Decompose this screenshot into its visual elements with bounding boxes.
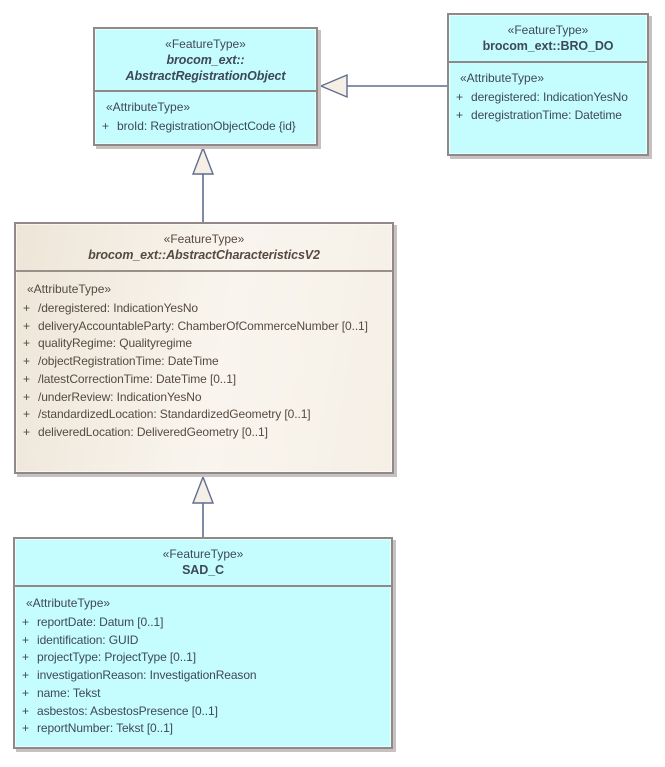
class-sad-c[interactable]: «FeatureType» SAD_C «AttributeType» + re…	[13, 537, 393, 749]
attribute-text: identification: GUID	[37, 632, 139, 647]
attribute-row: + investigationReason: InvestigationReas…	[15, 667, 391, 685]
class-name-line: AbstractRegistrationObject	[125, 68, 286, 83]
class-name-line: brocom_ext::	[166, 52, 245, 67]
attribute-row: + qualityRegime: Qualityregime	[16, 335, 392, 353]
class-name-line: brocom_ext::BRO_DO	[482, 39, 614, 53]
attribute-row: + deliveredLocation: DeliveredGeometry […	[16, 424, 392, 442]
attribute-row: + /deregistered: IndicationYesNo	[16, 300, 392, 318]
visibility-marker: +	[22, 668, 29, 683]
visibility-marker: +	[456, 90, 463, 104]
class-header: «FeatureType» brocom_ext:: AbstractRegis…	[95, 29, 316, 92]
generalization-sadc-to-characteristics[interactable]	[191, 475, 215, 537]
class-abstract-characteristics-v2[interactable]: «FeatureType» brocom_ext::AbstractCharac…	[14, 222, 394, 474]
visibility-marker: +	[456, 107, 463, 122]
visibility-marker: +	[23, 424, 30, 439]
attribute-row: + deregistered: IndicationYesNo	[449, 89, 647, 107]
attribute-text: deliveryAccountableParty: ChamberOfComme…	[38, 318, 368, 333]
class-name-line: brocom_ext::AbstractCharacteristicsV2	[88, 248, 320, 262]
visibility-marker: +	[22, 615, 29, 629]
attribute-text: investigationReason: InvestigationReason	[37, 668, 257, 683]
attribute-stereotype-label: «AttributeType»	[460, 71, 545, 85]
attribute-text: /underReview: IndicationYesNo	[38, 389, 202, 404]
attribute-compartment: «AttributeType» + deregistered: Indicati…	[449, 63, 647, 154]
visibility-marker: +	[102, 119, 109, 133]
attribute-row: + /objectRegistrationTime: DateTime	[16, 353, 392, 371]
attribute-row: + broId: RegistrationObjectCode {id}	[95, 118, 316, 136]
attribute-text: /deregistered: IndicationYesNo	[38, 301, 198, 315]
class-header: «FeatureType» brocom_ext::AbstractCharac…	[16, 224, 392, 272]
attribute-text: name: Tekst	[37, 685, 101, 700]
visibility-marker: +	[23, 407, 30, 422]
attribute-text: qualityRegime: Qualityregime	[38, 336, 192, 351]
visibility-marker: +	[23, 389, 30, 404]
stereotype-label: «FeatureType»	[162, 547, 244, 561]
attribute-row: + name: Tekst	[15, 685, 391, 703]
visibility-marker: +	[22, 632, 29, 647]
attribute-row: + /standardizedLocation: StandardizedGeo…	[16, 406, 392, 424]
attribute-text: reportDate: Datum [0..1]	[37, 615, 164, 629]
stereotype-label: «FeatureType»	[165, 36, 246, 51]
visibility-marker: +	[22, 650, 29, 665]
attribute-stereotype-label: «AttributeType»	[26, 596, 111, 610]
attribute-text: broId: RegistrationObjectCode {id}	[117, 119, 296, 133]
visibility-marker: +	[22, 703, 29, 718]
visibility-marker: +	[23, 301, 30, 315]
visibility-marker: +	[23, 336, 30, 351]
attribute-row: + reportNumber: Tekst [0..1]	[15, 720, 391, 738]
generalization-brodo-to-abstractregistrationobject[interactable]	[319, 73, 447, 99]
visibility-marker: +	[23, 318, 30, 333]
stereotype-label: «FeatureType»	[163, 232, 245, 246]
attribute-stereotype-label: «AttributeType»	[106, 100, 191, 114]
attribute-text: deregistrationTime: Datetime	[471, 107, 622, 122]
visibility-marker: +	[23, 371, 30, 386]
stereotype-label: «FeatureType»	[507, 23, 589, 37]
attribute-text: /standardizedLocation: StandardizedGeome…	[38, 407, 311, 422]
class-name-line: SAD_C	[182, 563, 224, 577]
class-abstract-registration-object[interactable]: «FeatureType» brocom_ext:: AbstractRegis…	[93, 27, 318, 146]
attribute-row: + identification: GUID	[15, 632, 391, 650]
attribute-text: asbestos: AsbestosPresence [0..1]	[37, 703, 218, 718]
attribute-row: + asbestos: AsbestosPresence [0..1]	[15, 703, 391, 721]
attribute-text: projectType: ProjectType [0..1]	[37, 650, 196, 665]
attribute-text: reportNumber: Tekst [0..1]	[37, 721, 173, 736]
attribute-stereotype-label: «AttributeType»	[27, 282, 112, 296]
class-bro-do[interactable]: «FeatureType» brocom_ext::BRO_DO «Attrib…	[447, 13, 649, 156]
attribute-compartment: «AttributeType» + /deregistered: Indicat…	[16, 272, 392, 472]
attribute-row: + deregistrationTime: Datetime	[449, 107, 647, 125]
attribute-row: + deliveryAccountableParty: ChamberOfCom…	[16, 318, 392, 336]
attribute-text: /latestCorrectionTime: DateTime [0..1]	[38, 371, 237, 386]
attribute-compartment: «AttributeType» + reportDate: Datum [0..…	[15, 587, 391, 747]
attribute-row: + reportDate: Datum [0..1]	[15, 614, 391, 632]
visibility-marker: +	[23, 354, 30, 369]
attribute-row: + /underReview: IndicationYesNo	[16, 389, 392, 407]
attribute-compartment: «AttributeType» + broId: RegistrationObj…	[95, 92, 316, 144]
attribute-row: + /latestCorrectionTime: DateTime [0..1]	[16, 371, 392, 389]
visibility-marker: +	[22, 685, 29, 700]
attribute-text: deregistered: IndicationYesNo	[471, 90, 628, 104]
generalization-characteristics-to-abstractregistrationobject[interactable]	[191, 146, 215, 222]
class-header: «FeatureType» brocom_ext::BRO_DO	[449, 15, 647, 63]
class-header: «FeatureType» SAD_C	[15, 539, 391, 587]
visibility-marker: +	[22, 721, 29, 736]
attribute-text: /objectRegistrationTime: DateTime	[38, 354, 219, 369]
attribute-row: + projectType: ProjectType [0..1]	[15, 649, 391, 667]
attribute-text: deliveredLocation: DeliveredGeometry [0.…	[38, 424, 268, 439]
